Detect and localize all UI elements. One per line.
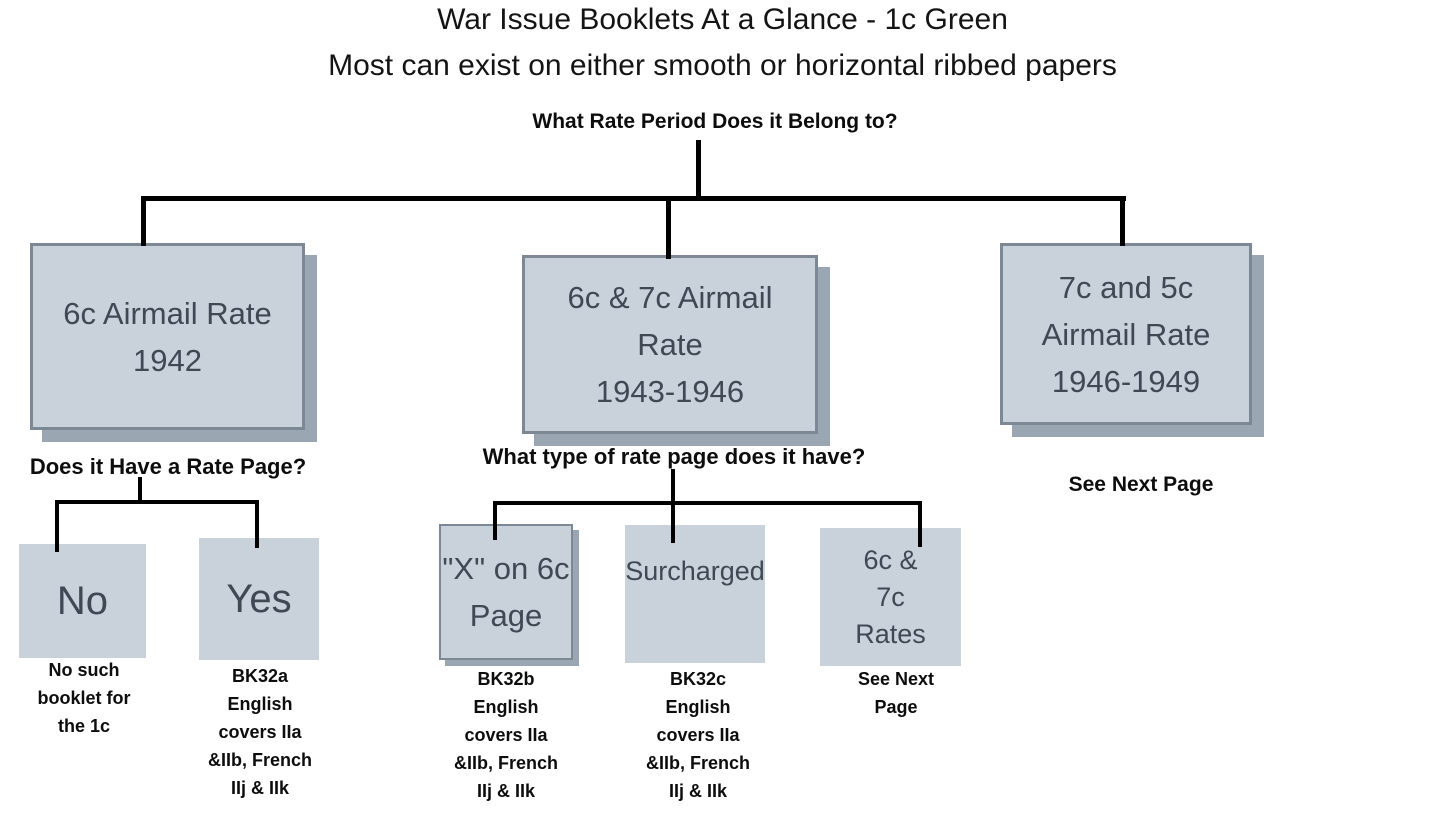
connector-q3-bar	[493, 501, 922, 505]
result-bk32c: BK32c English covers IIa &IIb, French II…	[645, 669, 750, 801]
connector-q2-stub	[138, 477, 142, 504]
result-bk32b: BK32b English covers IIa &IIb, French II…	[453, 669, 558, 801]
connector-q3-drop-surcharged	[671, 501, 675, 543]
result-bk32a: BK32a English covers IIa &IIb, French II…	[207, 666, 312, 798]
connector-root-bar	[141, 196, 1126, 201]
node-yes: Yes	[199, 538, 319, 660]
question-rate-page: Does it Have a Rate Page?	[29, 454, 307, 479]
page-title: War Issue Booklets At a Glance - 1c Gree…	[437, 3, 1008, 36]
node-surcharged: Surcharged	[625, 525, 765, 663]
connector-root-drop-right	[1120, 196, 1125, 246]
result-no-booklet: No such booklet for the 1c	[37, 660, 131, 736]
connector-root-stub	[696, 140, 701, 197]
page-subtitle: Most can exist on either smooth or horiz…	[328, 49, 1117, 82]
result-see-next-page-rates: See Next Page	[857, 669, 935, 717]
connector-root-drop-middle	[666, 196, 671, 259]
node-6c-7c-airmail-1943-1946: 6c & 7c Airmail Rate 1943-1946	[522, 255, 818, 434]
node-no: No	[19, 544, 146, 658]
node-x-on-6c-page: "X" on 6c Page	[439, 524, 573, 660]
result-see-next-page-right: See Next Page	[1068, 473, 1214, 496]
node-6c-airmail-1942: 6c Airmail Rate 1942	[30, 243, 305, 430]
root-question: What Rate Period Does it Belong to?	[532, 110, 898, 133]
connector-q2-drop-no	[55, 500, 59, 552]
node-6c-7c-rates: 6c & 7c Rates	[820, 528, 961, 666]
connector-q3-drop-rates	[918, 501, 922, 547]
connector-q3-drop-x	[493, 501, 497, 540]
connector-q2-drop-yes	[255, 500, 259, 548]
connector-root-drop-left	[141, 196, 146, 246]
connector-q2-bar	[55, 500, 259, 504]
connector-q3-stub	[671, 469, 675, 505]
question-rate-page-type: What type of rate page does it have?	[482, 444, 866, 469]
node-7c-5c-airmail-1946-1949: 7c and 5c Airmail Rate 1946-1949	[1000, 243, 1252, 425]
